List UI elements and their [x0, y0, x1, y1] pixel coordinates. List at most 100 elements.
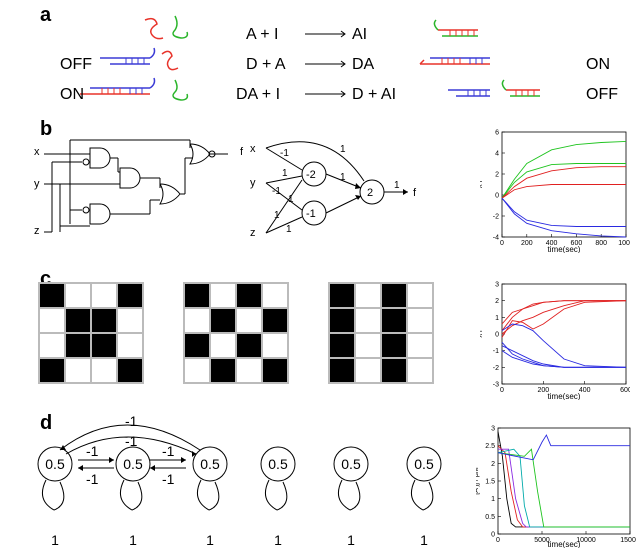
input-x-label: x [34, 146, 40, 158]
series-line [501, 350, 626, 368]
pattern-cell [355, 283, 381, 308]
weight-label: -1 [272, 186, 281, 197]
y-tick-label: 0 [491, 532, 495, 539]
pattern-cell [117, 308, 143, 333]
plot-frame [501, 283, 627, 385]
node-value: 0.5 [123, 456, 143, 472]
network-output-label: f [413, 187, 417, 199]
neural-network-diagram: xyz -2 -1 2 f -1 1 1 -1 1 1 1 1 1 [250, 141, 417, 239]
pattern-cell [184, 308, 210, 333]
gate-d-icon [448, 89, 490, 97]
pattern-cell [39, 283, 65, 308]
pattern-grid-1 [38, 282, 144, 384]
y-axis-label: λ̂ i [480, 330, 484, 337]
y-tick-label: 1 [491, 496, 495, 503]
input-y-label: y [34, 178, 40, 190]
pattern-cell [210, 333, 236, 358]
pattern-cell [210, 283, 236, 308]
input-z-label: z [34, 225, 40, 237]
reaction-1-rhs: AI [352, 26, 368, 43]
y-tick-label: 6 [495, 130, 499, 137]
x-axis-label: time(sec) [548, 245, 581, 253]
y-tick-label: -1 [493, 348, 499, 355]
pattern-cell [262, 333, 288, 358]
x-tick-label: 800 [595, 240, 607, 247]
x-tick-label: 0 [500, 240, 504, 247]
series-line [497, 448, 630, 528]
pattern-cell [407, 333, 433, 358]
weight-label: 1 [340, 144, 346, 155]
y-tick-label: 2.5 [485, 443, 495, 450]
x-axis-label: time(sec) [548, 540, 581, 548]
y-tick-label: 3 [491, 426, 495, 433]
x-tick-label: 400 [579, 387, 591, 394]
panel-label-b: b [40, 118, 53, 140]
pattern-cell [355, 333, 381, 358]
series-line [497, 434, 630, 461]
pattern-cell [329, 358, 355, 383]
pattern-cell [236, 283, 262, 308]
gate-d-icon [100, 47, 156, 65]
panel-label-d: d [40, 412, 53, 434]
pattern-cell [355, 358, 381, 383]
pattern-cell [184, 333, 210, 358]
right-label-on: ON [586, 56, 610, 73]
logic-circuit-diagram [44, 139, 228, 233]
pattern-cell [381, 283, 407, 308]
weight-label: 1 [394, 180, 400, 191]
pattern-cell [184, 358, 210, 383]
x-tick-label: 1000 [618, 240, 630, 247]
pattern-cell [236, 358, 262, 383]
edge-weight: -1 [125, 413, 138, 429]
activator-strand-icon [144, 17, 164, 40]
self-weight: 1 [347, 532, 355, 548]
x-tick-label: 600 [620, 387, 630, 394]
node-2-value: -1 [306, 208, 316, 220]
edge-weight: -1 [86, 443, 99, 459]
plot-frame [497, 427, 631, 535]
inhibitor-strand-icon [172, 79, 189, 101]
pattern-cell [236, 308, 262, 333]
y-tick-label: 4 [495, 151, 499, 158]
y-tick-label: 0 [495, 193, 499, 200]
pattern-cell [184, 283, 210, 308]
series-line [501, 300, 627, 338]
reaction-3-rhs: D + AI [352, 86, 397, 103]
node-value: 0.5 [200, 456, 220, 472]
y-tick-label: 1.5 [485, 479, 495, 486]
activator-strand-icon [161, 50, 179, 71]
pattern-cell [65, 283, 91, 308]
x-tick-label: 600 [571, 240, 583, 247]
series-line [501, 300, 626, 325]
reaction-arrows [305, 30, 346, 98]
pattern-cell [91, 358, 117, 383]
pattern-grid-3 [328, 282, 434, 384]
pattern-cell [329, 333, 355, 358]
pattern-cell [407, 358, 433, 383]
pattern-cell [262, 308, 288, 333]
series-line [501, 163, 626, 199]
series-line [501, 141, 627, 199]
self-weight: 1 [420, 532, 428, 548]
weight-label: 1 [274, 210, 280, 221]
reaction-1-lhs: A + I [246, 26, 279, 43]
x-tick-label: 10000 [576, 537, 596, 544]
pattern-cell [381, 333, 407, 358]
series-line [501, 323, 627, 368]
svg-text:z: z [250, 227, 256, 239]
x-tick-label: 0 [500, 387, 504, 394]
pattern-cell [39, 333, 65, 358]
node-1-value: -2 [306, 169, 316, 181]
duplex-ai-icon [433, 19, 478, 37]
pattern-cell [65, 308, 91, 333]
x-tick-label: 0 [496, 537, 500, 544]
pattern-cell [262, 283, 288, 308]
pattern-cell [210, 358, 236, 383]
x-tick-label: 400 [546, 240, 558, 247]
left-label-off: OFF [60, 56, 92, 73]
reaction-3-lhs: DA + I [236, 86, 281, 103]
y-tick-label: 0 [495, 332, 499, 339]
x-axis-label: time(sec) [548, 392, 581, 400]
